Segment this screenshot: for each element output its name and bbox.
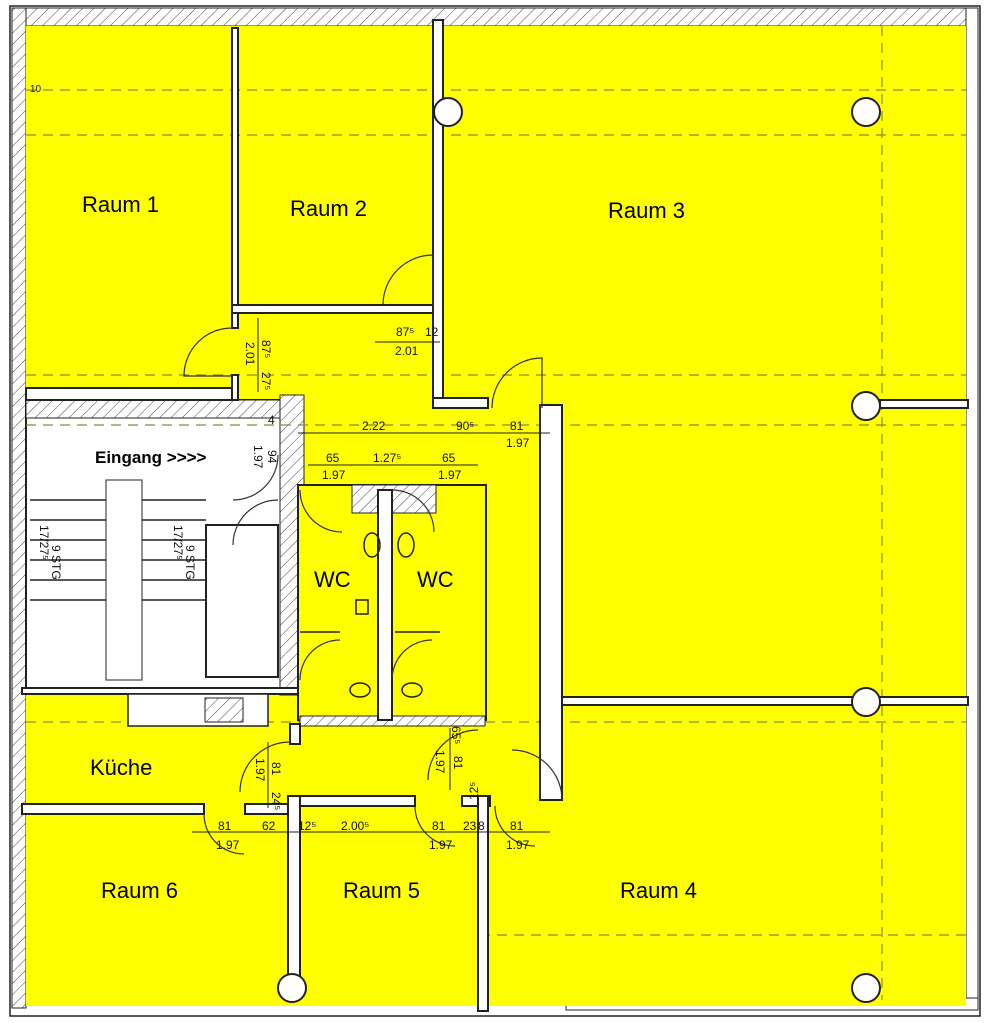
column (433, 97, 463, 127)
stair-label-left: 9 STG (49, 545, 63, 580)
dim-label: 2.00⁵ (341, 819, 369, 833)
dim-label: 81 (510, 819, 524, 833)
room-label-raum5: Raum 5 (343, 878, 420, 903)
column (851, 391, 881, 421)
column (851, 97, 881, 127)
wc-shaft (351, 484, 437, 514)
dimension-lines (192, 318, 550, 833)
dim-label: 87⁵ (396, 325, 414, 339)
dim-label: 2.22 (362, 419, 386, 433)
dim-label: 2.01 (243, 342, 257, 366)
stair-sub-left: 17/27⁵ (37, 525, 51, 560)
wall-raum2-raum3 (432, 19, 444, 406)
wall-stub (289, 723, 301, 745)
left-wall (11, 7, 27, 1009)
right-wall (965, 7, 979, 1009)
dim-label: 65 (442, 451, 456, 465)
room-label-raum3: Raum 3 (608, 198, 685, 223)
dim-label: 62 (262, 819, 276, 833)
dim-label: 1.97 (216, 838, 240, 852)
column (277, 973, 307, 1003)
room-label-wc-1: WC (314, 567, 351, 592)
dim-label: 87⁵ (259, 340, 273, 358)
kitchen-counter (127, 693, 269, 727)
dim-label: 12⁵ (298, 819, 316, 833)
wall-raum2-south (231, 304, 438, 314)
dim-label: 23 (463, 819, 477, 833)
wall-stub-east (879, 399, 969, 409)
columns (277, 97, 881, 1003)
dimension-labels: 2.01 87⁵ 27⁵ 87⁵ 2.01 12 2.22 90⁵ 81 1.9… (216, 325, 530, 852)
stairwell-wall (25, 399, 297, 419)
wall-raum1-raum2 (231, 27, 239, 307)
wall-corridor-north (432, 397, 489, 409)
grid-lines (26, 26, 966, 1000)
dim-label: 81 (451, 756, 465, 770)
room-label-kueche: Küche (90, 755, 152, 780)
kitchen-sink (204, 697, 244, 723)
lift-shaft (205, 524, 279, 678)
stair-core (105, 479, 143, 681)
wall-raum5-raum4 (477, 795, 489, 1012)
wall-corridor-east (539, 404, 563, 801)
dim-label: 4 (268, 413, 275, 427)
entrance-label: Eingang >>>> (95, 448, 207, 467)
wall-kitchen-stub (244, 803, 294, 815)
column (851, 973, 881, 1003)
dim-label: 81 (432, 819, 446, 833)
room-label-wc-2: WC (417, 567, 454, 592)
dim-label: 2.01 (395, 344, 419, 358)
corner-mark: 10 (30, 84, 42, 95)
room-label-raum4: Raum 4 (620, 878, 697, 903)
wall-raum3-raum4 (561, 696, 969, 706)
wc-partition (377, 489, 393, 721)
dim-label: 1.97 (322, 468, 346, 482)
dim-label: 12 (425, 325, 439, 339)
wall-kitchen-raum6 (21, 803, 205, 815)
wall-stub-r5 (461, 795, 491, 807)
dim-label: 1.97 (506, 838, 530, 852)
dim-label: 1.97 (253, 758, 267, 782)
dim-label: 1.97 (433, 750, 447, 774)
dim-label: 27⁵ (259, 372, 273, 390)
room-label-raum2: Raum 2 (290, 196, 367, 221)
stair-label-right: 9 STG (183, 545, 197, 580)
dim-label: 81 (510, 419, 524, 433)
door-swings (183, 254, 563, 855)
wall-kitchen-north (21, 687, 299, 695)
column (851, 687, 881, 717)
dim-label: 12⁵ (467, 782, 481, 800)
dim-label: 1.97 (506, 436, 530, 450)
top-wall (11, 7, 979, 27)
room-label-raum1: Raum 1 (82, 192, 159, 217)
stair-steps (30, 499, 206, 601)
dim-label: 81 (218, 819, 232, 833)
dim-label: 1.97 (429, 838, 453, 852)
wall-raum1-south (25, 387, 233, 401)
wc-fixtures (300, 532, 440, 698)
dim-label: 1.27⁵ (373, 451, 401, 465)
dim-label: 65 (326, 451, 340, 465)
room-label-raum6: Raum 6 (101, 878, 178, 903)
dim-label: 24⁵ (269, 792, 283, 810)
dim-label: 94 (265, 450, 279, 464)
dim-label: 90⁵ (456, 419, 474, 433)
stair-sub-right: 17/27⁵ (171, 525, 185, 560)
wall-stub (231, 312, 239, 329)
dim-label: 1.97 (251, 445, 265, 469)
dim-label: 65⁵ (449, 726, 463, 744)
wall-raum5-north (299, 795, 416, 807)
dim-label: 8 (478, 819, 485, 833)
dim-label: 1.97 (438, 468, 462, 482)
dim-label: 81 (269, 762, 283, 776)
